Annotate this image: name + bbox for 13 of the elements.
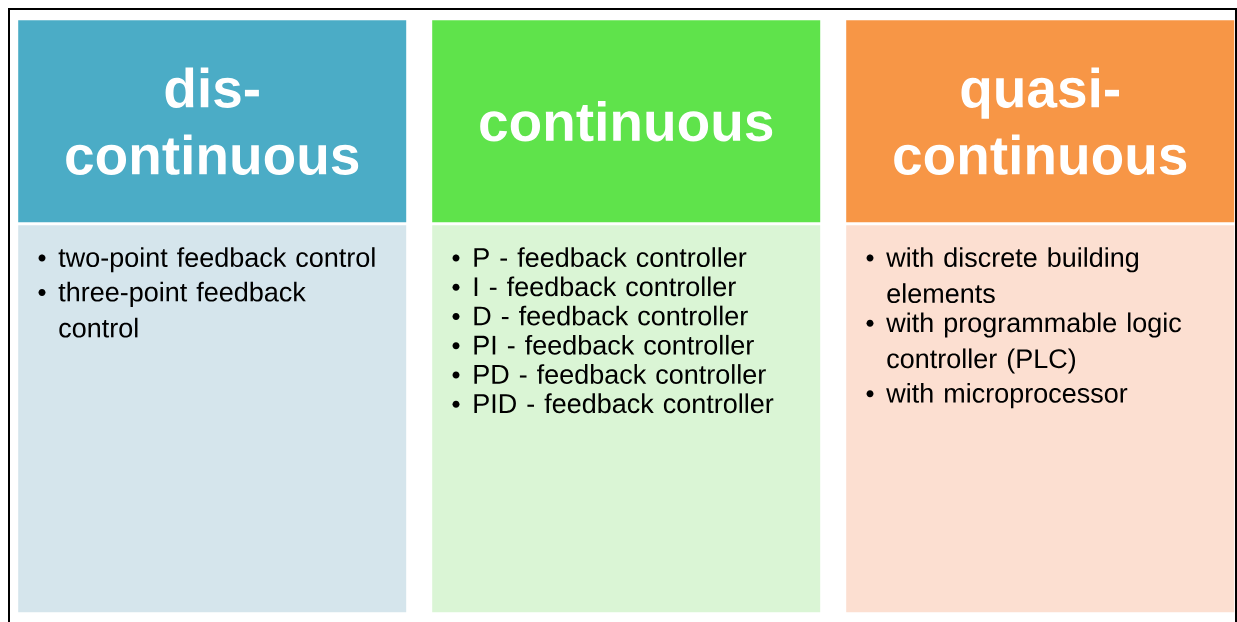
bullet-item: D - feedback controller [474,305,748,326]
bullet-item: PID - feedback controller [474,393,774,414]
bullet-item: PI - feedback controller [474,334,754,355]
bullet-item: three-point feedback control [58,281,306,338]
bullet-item: P - feedback controller [474,247,747,268]
bullet-item: I - feedback controller [474,276,736,297]
bullet-item: with microprocessor [886,383,1128,409]
bullet-item: PD - feedback controller [474,364,766,384]
bullet-item: with programmable logic controller (PLC) [886,312,1182,374]
header-box: dis- continuous [18,20,407,223]
header-box: continuous [432,20,821,223]
bullet-item: two-point feedback control [58,247,375,273]
header-box: quasi- continuous [846,20,1235,223]
